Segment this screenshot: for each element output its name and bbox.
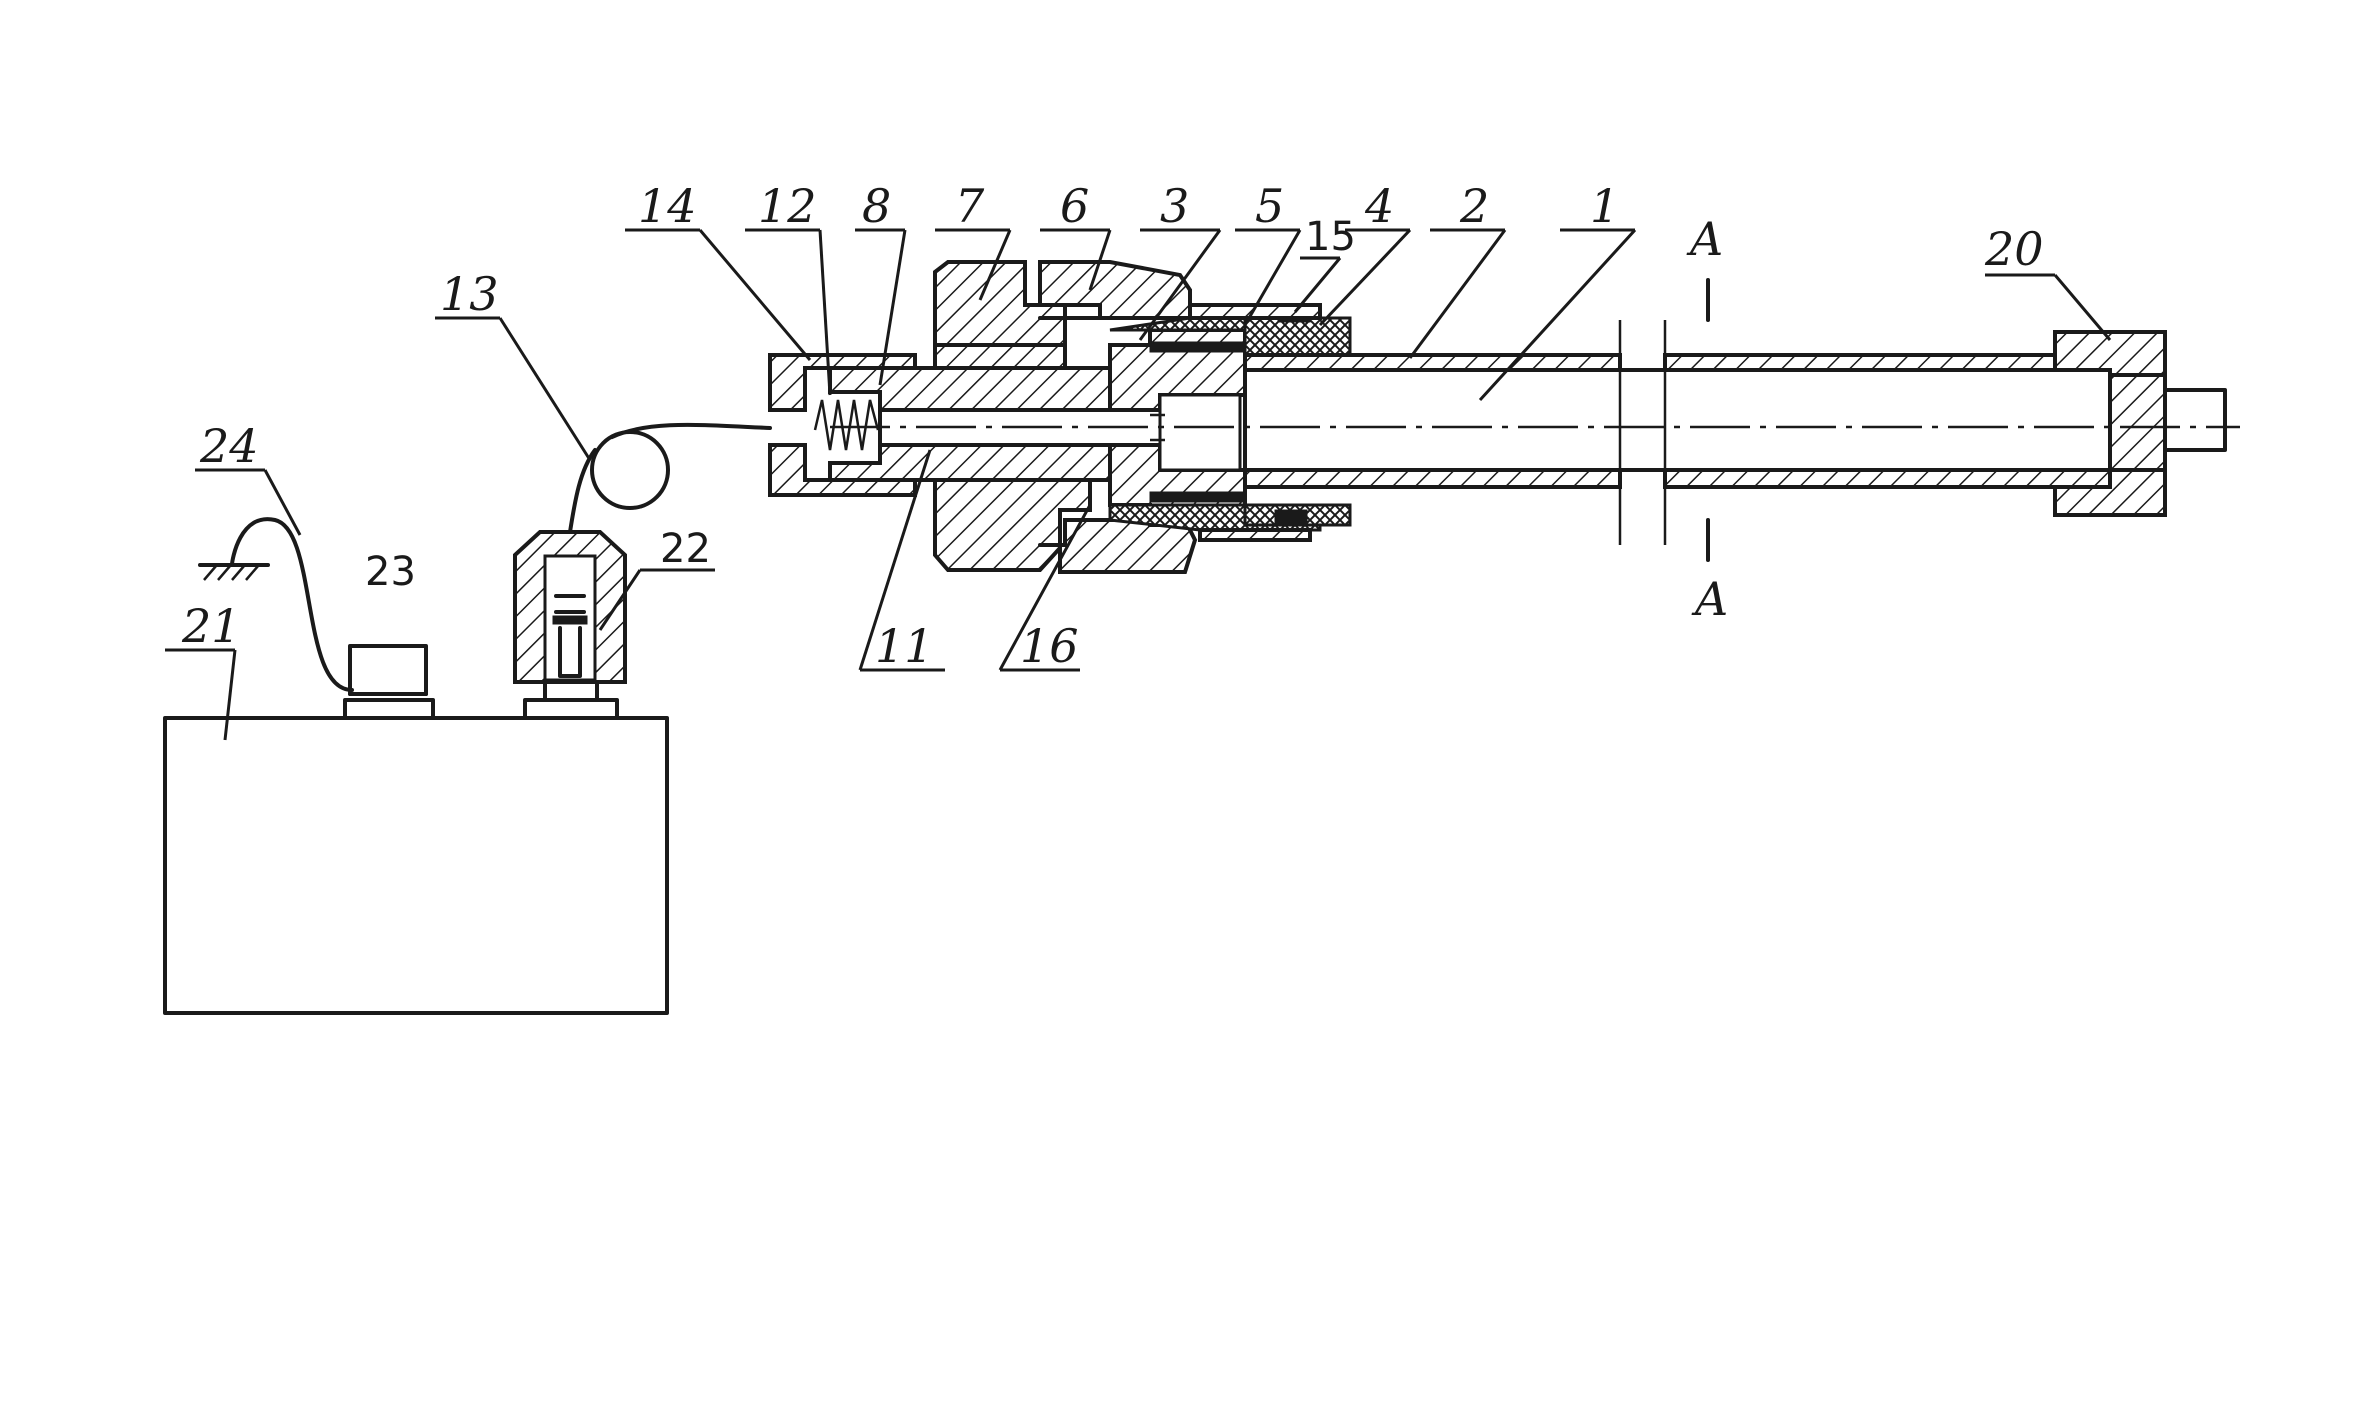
label-8: 8 bbox=[862, 179, 891, 233]
label-6: 6 bbox=[1060, 179, 1089, 233]
spring-12 bbox=[813, 399, 880, 451]
label-2: 2 bbox=[1459, 179, 1489, 233]
label-3: 3 bbox=[1160, 179, 1189, 233]
sleeve-8 bbox=[828, 366, 1127, 482]
sealing-sleeve-5 bbox=[1108, 316, 1352, 532]
rod-11 bbox=[878, 408, 1127, 447]
cable-13 bbox=[568, 422, 772, 534]
end-cap-20 bbox=[2053, 330, 2227, 517]
label-21: 21 bbox=[181, 599, 241, 653]
leader-lines bbox=[165, 228, 2112, 741]
label-5: 5 bbox=[1255, 179, 1284, 233]
flange-7 bbox=[933, 260, 1092, 572]
ground-cable-24 bbox=[198, 517, 354, 692]
label-22: 22 bbox=[660, 526, 711, 572]
label-24: 24 bbox=[199, 419, 259, 473]
label-12: 12 bbox=[758, 179, 817, 233]
outer-sleeve-4 bbox=[1188, 303, 1322, 542]
label-23: 23 bbox=[365, 549, 416, 595]
label-20: 20 bbox=[1984, 222, 2044, 276]
label-15: 15 bbox=[1305, 214, 1356, 260]
tube-2 bbox=[1243, 320, 2112, 545]
power-box bbox=[163, 716, 669, 1015]
coupling-nut-6 bbox=[1038, 260, 1198, 574]
label-section-a-bottom: A bbox=[1691, 572, 1728, 626]
connector-22 bbox=[513, 530, 627, 720]
label-section-a-top: A bbox=[1686, 212, 1723, 266]
terminal-23 bbox=[343, 644, 435, 720]
label-13: 13 bbox=[440, 267, 499, 321]
power-unit-21 bbox=[163, 716, 669, 1015]
label-4: 4 bbox=[1364, 179, 1394, 233]
label-16: 16 bbox=[1020, 619, 1079, 673]
bore-1 bbox=[1243, 368, 2112, 472]
part-labels: 14 12 8 7 6 3 5 15 4 2 1 A A 20 13 24 23… bbox=[181, 179, 2044, 673]
label-14: 14 bbox=[638, 179, 697, 233]
label-7: 7 bbox=[955, 179, 985, 233]
label-11: 11 bbox=[875, 619, 934, 673]
label-1: 1 bbox=[1590, 179, 1619, 233]
